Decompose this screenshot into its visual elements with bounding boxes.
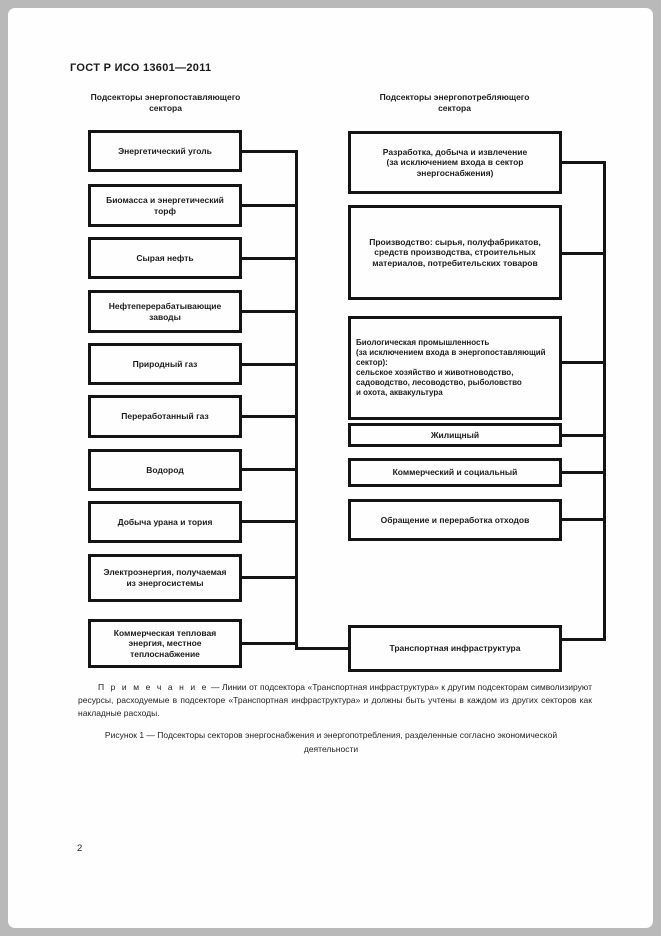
connector-line [295,647,348,650]
box-manufacturing: Производство: сырья, полуфабрикатов, сре… [348,205,562,300]
box-commercial-social: Коммерческий и социальный [348,458,562,487]
box-transport-infrastructure: Транспортная инфраструктура [348,625,562,672]
connector-line [240,150,295,153]
connector-line [240,576,295,579]
connector-line [240,310,295,313]
box-residential: Жилищный [348,423,562,447]
box-biomass-peat: Биомасса и энергетический торф [88,184,242,227]
right-bus-line [603,161,606,641]
right-column-header: Подсекторы энергопотребляющего сектора [379,92,530,113]
box-energy-coal: Энергетический уголь [88,130,242,172]
box-uranium-thorium: Добыча урана и тория [88,501,242,543]
box-extraction: Разработка, добыча и извлечение (за искл… [348,131,562,194]
box-oil-refineries: Нефтеперерабатывающие заводы [88,290,242,333]
box-biological-industry: Биологическая промышленность (за исключе… [348,316,562,420]
box-hydrogen: Водород [88,449,242,491]
connector-line [560,518,606,521]
connector-line [240,257,295,260]
left-column-header: Подсекторы энергопоставляющего сектора [90,92,241,113]
left-bus-line [295,150,298,650]
connector-line [560,161,606,164]
box-processed-gas: Переработанный газ [88,395,242,438]
box-natural-gas: Природный газ [88,343,242,385]
connector-line [560,361,606,364]
connector-line [560,252,606,255]
box-grid-electricity: Электроэнергия, получаемая из энергосист… [88,554,242,602]
note-paragraph: П р и м е ч а н и е — Линии от подсектор… [78,681,592,720]
connector-line [560,471,606,474]
connector-line [240,468,295,471]
document-header: ГОСТ Р ИСО 13601—2011 [70,62,212,74]
box-crude-oil: Сырая нефть [88,237,242,279]
connector-line [240,204,295,207]
connector-line [240,415,295,418]
box-waste-processing: Обращение и переработка отходов [348,499,562,541]
connector-line [562,638,606,641]
connector-line [560,434,606,437]
connector-line [240,363,295,366]
note-text: — Линии от подсектора «Транспортная инфр… [78,682,592,718]
box-commercial-heat: Коммерческая тепловая энергия, местное т… [88,619,242,668]
figure-caption: Рисунок 1 — Подсекторы секторов энергосн… [104,730,558,754]
connector-line [240,642,295,645]
page-number: 2 [77,843,83,854]
note-label: П р и м е ч а н и е [98,682,209,692]
connector-line [240,520,295,523]
